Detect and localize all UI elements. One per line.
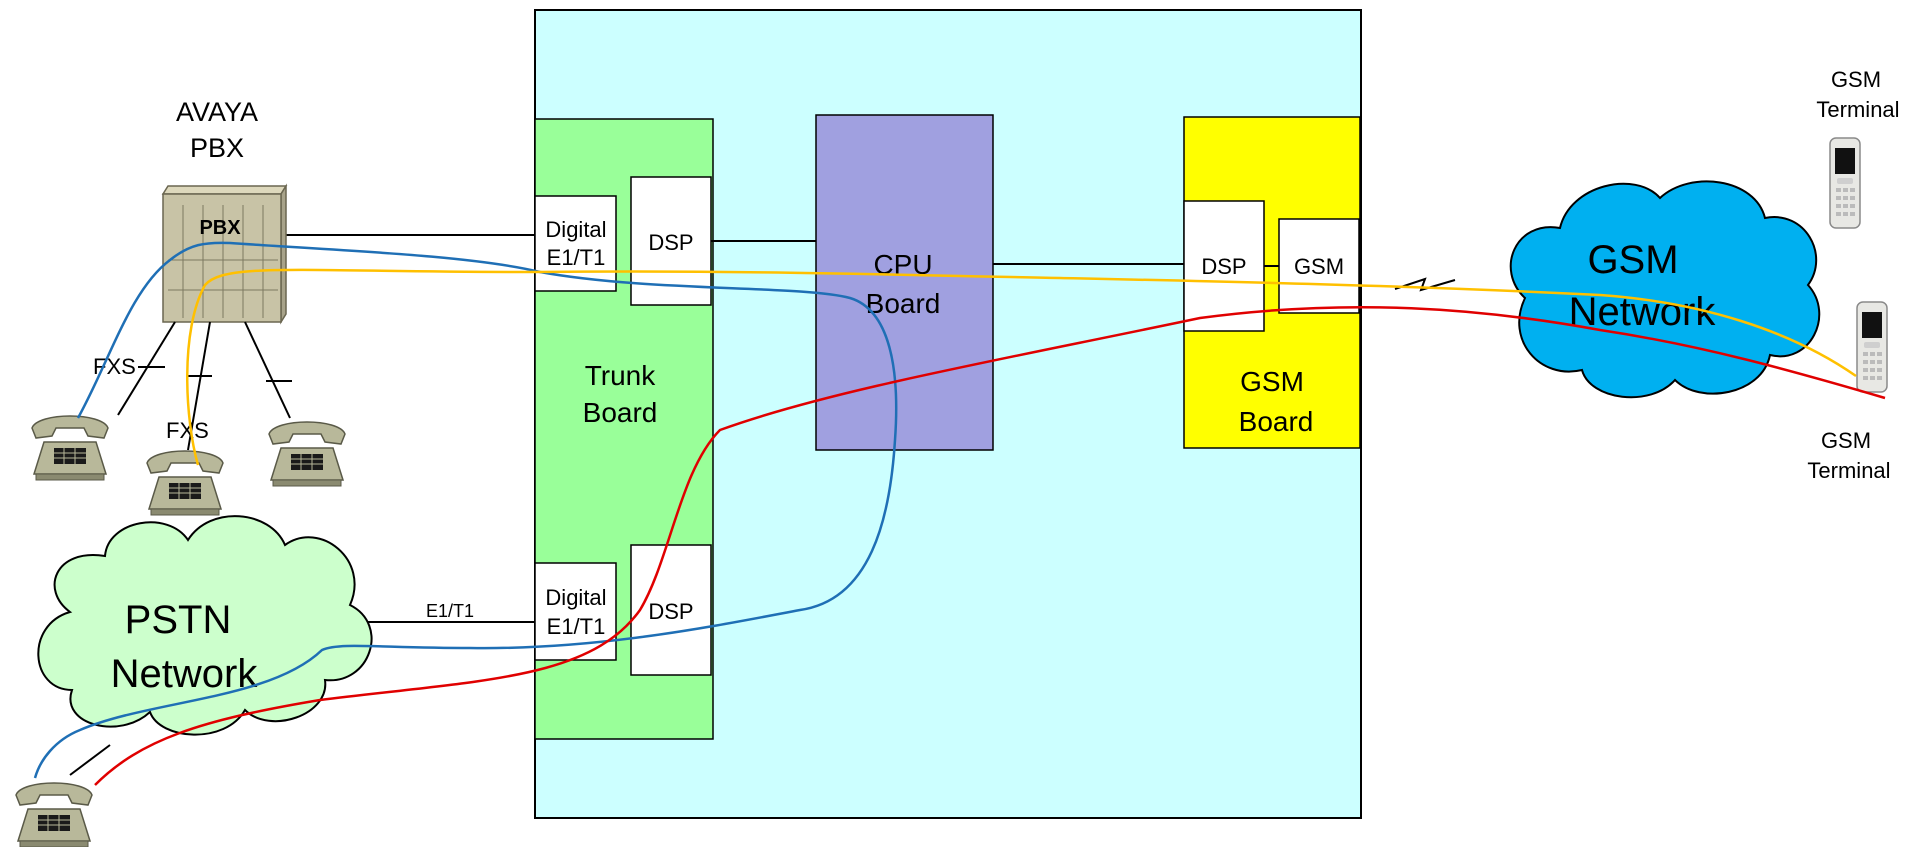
gsm-cloud — [1509, 180, 1821, 399]
pstn-label-line1: PSTN — [125, 598, 232, 642]
dsp-bottom — [630, 544, 712, 676]
gsm-terminal-bottom-line1: GSM — [1821, 428, 1871, 453]
trunk-board-label-line2: Board — [583, 397, 658, 428]
gsm-network-line2: Network — [1569, 290, 1717, 334]
gsm-dsp-label: DSP — [1201, 254, 1246, 279]
fxs-label-b: FXS — [166, 418, 209, 443]
call-path-blue — [33, 241, 898, 779]
digital-port-top-line1: Digital — [545, 217, 606, 242]
pstn-link-label: E1/T1 — [426, 601, 474, 621]
pstn-cloud — [37, 515, 373, 736]
pbx-wire-left — [117, 321, 176, 416]
dsp-top-label: DSP — [648, 230, 693, 255]
pstn-label-line2: Network — [111, 652, 259, 696]
desk-phone-3 — [268, 421, 346, 487]
gsm-board-label-line2: Board — [1239, 406, 1314, 437]
digital-port-top-line2: E1/T1 — [547, 245, 606, 270]
gsm-terminal-top-line1: GSM — [1831, 67, 1881, 92]
call-path-yellow — [186, 268, 1857, 466]
cpu-board-label-line2: Board — [866, 288, 941, 319]
gsm-terminal-bottom-icon — [1856, 301, 1888, 393]
digital-port-bottom-line1: Digital — [545, 585, 606, 610]
gsm-terminal-top-line2: Terminal — [1816, 97, 1899, 122]
pstn-phone-wire — [69, 744, 111, 776]
desk-phone-1 — [31, 415, 109, 481]
gsm-board-label-line1: GSM — [1240, 366, 1304, 397]
gsm-dsp — [1183, 200, 1265, 332]
desk-phone-2 — [146, 450, 224, 516]
cpu-board — [815, 114, 994, 451]
pbx-cabinet-icon — [161, 183, 288, 325]
pbx-box-label: PBX — [199, 217, 241, 239]
gsm-module-label: GSM — [1294, 254, 1344, 279]
radio-link-icon — [1394, 277, 1456, 292]
digital-port-bottom-line2: E1/T1 — [547, 614, 606, 639]
gsm-network-line1: GSM — [1587, 238, 1678, 282]
dsp-bottom-label: DSP — [648, 599, 693, 624]
gsm-terminal-top-icon — [1829, 137, 1861, 229]
digital-port-top — [534, 195, 617, 292]
trunk-board-label-line1: Trunk — [585, 360, 657, 391]
pbx-title-line1: AVAYA — [176, 97, 258, 127]
pbx-wire-right — [244, 321, 291, 419]
call-path-red — [94, 305, 1886, 786]
pbx-title-line2: PBX — [190, 133, 244, 163]
gsm-terminal-bottom-line2: Terminal — [1807, 458, 1890, 483]
desk-phone-pstn — [15, 782, 93, 847]
